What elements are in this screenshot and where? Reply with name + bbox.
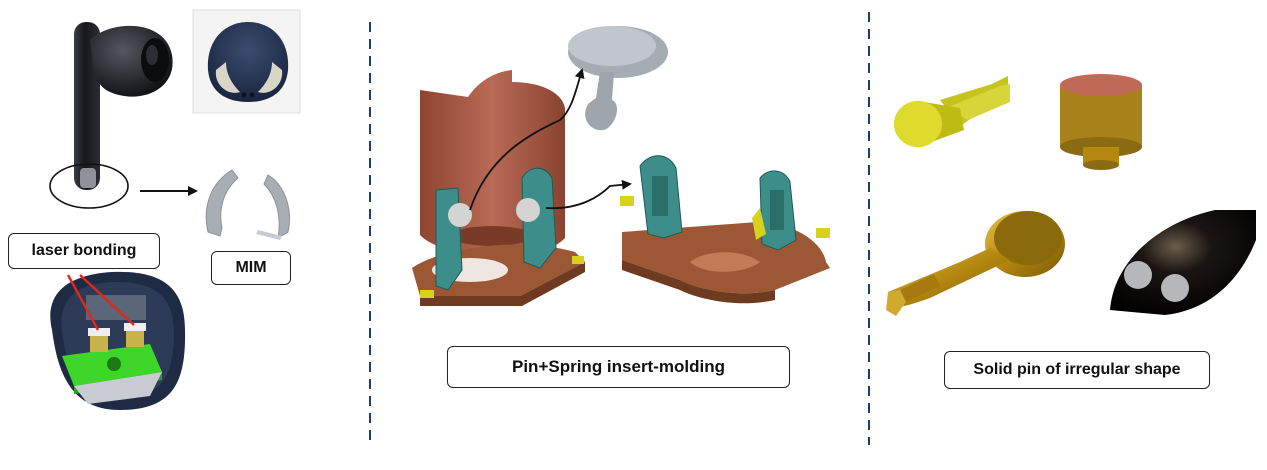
copper-cylinder-pin-icon (1060, 74, 1142, 170)
copper-insert-assembly-icon (412, 70, 585, 306)
mim-label: MIM (211, 251, 291, 285)
earbud-icon (74, 22, 173, 190)
pin-spring-insert-molding-label: Pin+Spring insert-molding (447, 346, 790, 388)
laser-bonding-label: laser bonding (8, 233, 160, 269)
gold-stepped-pin-icon (886, 211, 1065, 316)
copper-base-assembly-icon (620, 155, 830, 304)
black-dome-contacts-icon (1110, 210, 1256, 315)
highlight-ellipse (49, 163, 129, 209)
laser-bonding-assembly-icon (50, 271, 186, 410)
mushroom-pin-icon (568, 26, 668, 131)
yellow-flag-pin-icon (894, 76, 1010, 147)
solid-pin-irregular-shape-label: Solid pin of irregular shape (944, 351, 1210, 389)
arrow-to-mushroom-pin (469, 68, 585, 211)
arrow-to-copper-base (545, 179, 632, 210)
mim-clip-icon (205, 169, 290, 240)
earbud-cap-icon (192, 9, 301, 114)
